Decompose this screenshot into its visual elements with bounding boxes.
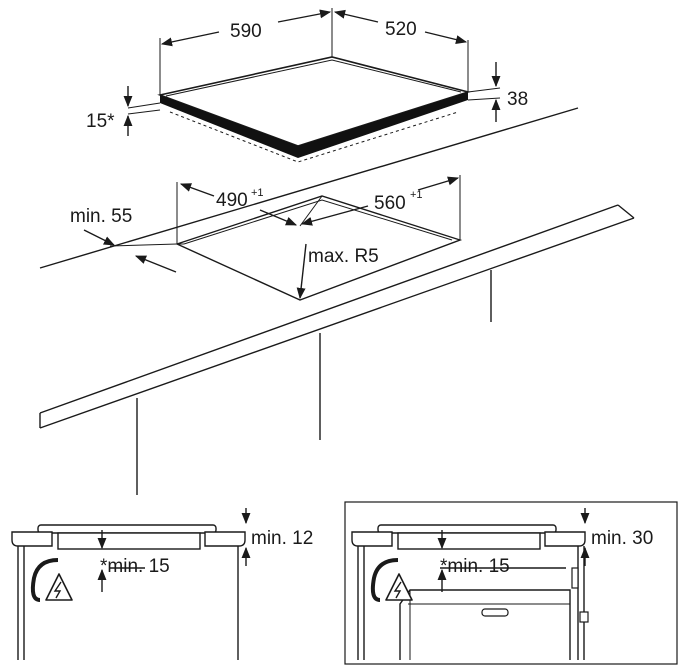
electric-hazard-icon-2 (385, 573, 413, 601)
hob-illustration (127, 8, 501, 163)
dimension-frame-height: 15* (86, 86, 133, 136)
side-view-left: min. 12 *min. 15 (11, 508, 313, 660)
corner-radius-label: max. R5 (308, 246, 379, 267)
electric-hazard-icon (45, 573, 73, 601)
side-view-right: min. 30 *min. 15 (344, 501, 678, 665)
hob-height-label: 38 (507, 89, 528, 110)
cutout-width-label: 490 (216, 190, 248, 211)
dimension-corner-radius: max. R5 (296, 243, 379, 300)
cutout-depth-label: 560 (374, 193, 406, 214)
dimension-hob-depth: 520 (333, 9, 468, 44)
right-top-gap-label: min. 30 (591, 528, 653, 549)
frame-height-label: 15* (86, 111, 115, 132)
left-top-gap-label: min. 12 (251, 528, 313, 549)
dimension-hob-height: 38 (491, 62, 528, 122)
hob-width-label: 590 (230, 21, 262, 42)
hob-depth-label: 520 (385, 19, 417, 40)
dimension-edge-distance: min. 55 (70, 206, 178, 273)
worktop-illustration (39, 107, 635, 495)
dimension-cutout-depth: 560 +1 (300, 176, 460, 226)
cutout-width-tolerance: +1 (251, 187, 264, 199)
edge-distance-label: min. 55 (70, 206, 132, 227)
cutout-depth-tolerance: +1 (410, 189, 423, 201)
left-under-gap-label: *min. 15 (100, 556, 170, 577)
detail-frame (344, 501, 678, 665)
dimension-cutout-width: 490 +1 (179, 183, 298, 226)
right-under-gap-label: *min. 15 (440, 556, 510, 577)
dimension-hob-width: 590 (160, 9, 332, 47)
